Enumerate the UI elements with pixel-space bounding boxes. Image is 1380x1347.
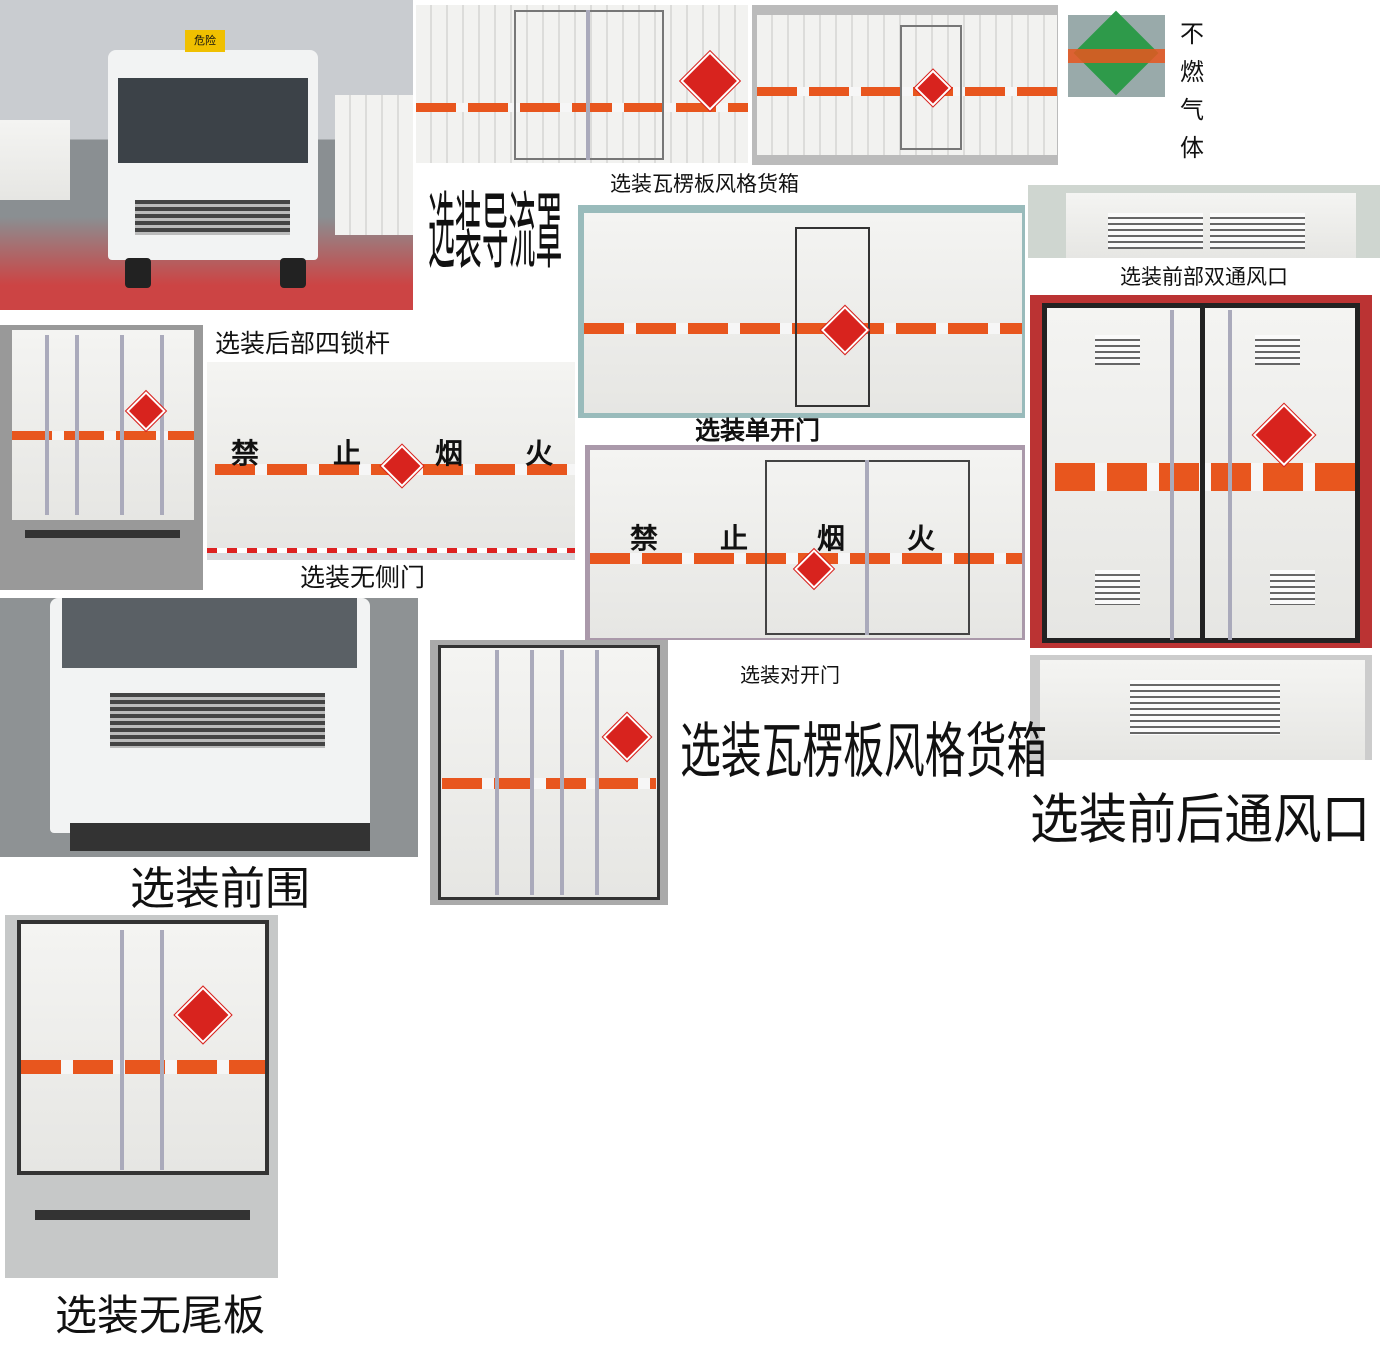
- non-flammable-gas-label: 不 燃 气 体: [1180, 20, 1204, 162]
- photo-rear-four-lock: [0, 325, 203, 590]
- warning-char: 禁: [231, 437, 260, 470]
- photo-front-bumper: [0, 598, 418, 857]
- photo-truck-front-deflector: 危险: [0, 0, 413, 310]
- caption-deflector: 选装导流罩: [428, 184, 563, 282]
- caption-no-side-door: 选装无侧门: [300, 563, 426, 592]
- label-char: 体: [1180, 134, 1204, 162]
- wheel: [280, 258, 306, 288]
- non-flammable-gas-sign: [1068, 10, 1165, 97]
- warning-char: 禁: [630, 522, 659, 555]
- background-box: [335, 95, 413, 235]
- photo-double-door-side: 禁 止 烟 火: [585, 445, 1025, 640]
- caption-corrugated-small: 选装瓦楞板风格货箱: [610, 172, 799, 196]
- background-truck: [0, 120, 70, 200]
- grille: [135, 200, 290, 235]
- photo-rear-vent-doors: [1030, 295, 1372, 648]
- photo-rear-no-tailgate: [5, 915, 278, 1278]
- photo-front-double-vent: [1028, 185, 1380, 258]
- warning-char: 止: [720, 522, 749, 555]
- warning-char: 火: [525, 437, 554, 470]
- photo-corrugated-side-2: [752, 5, 1058, 165]
- caption-front-bumper: 选装前围: [130, 862, 311, 915]
- photo-no-side-door: 禁 止 烟 火: [207, 362, 575, 560]
- photo-single-door-side: [578, 205, 1025, 418]
- warning-char: 止: [333, 437, 362, 470]
- caption-rear-four-lock: 选装后部四锁杆: [215, 329, 391, 358]
- photo-corrugated-side-1: [416, 5, 748, 163]
- photo-rear-vent-panel: [1030, 655, 1372, 760]
- windshield: [118, 78, 308, 163]
- caption-single-door: 选装单开门: [695, 416, 821, 445]
- caption-front-double-vent: 选装前部双通风口: [1120, 265, 1288, 289]
- warning-char: 火: [907, 522, 936, 555]
- photo-rear-corrugated: [430, 640, 668, 905]
- warning-char: 烟: [435, 437, 464, 470]
- label-char: 气: [1180, 96, 1204, 124]
- caption-double-door: 选装对开门: [740, 663, 840, 687]
- roof-hazard-sign: 危险: [185, 30, 225, 52]
- wheel: [125, 258, 151, 288]
- caption-no-tailgate: 选装无尾板: [55, 1291, 266, 1340]
- label-char: 不: [1180, 20, 1204, 48]
- warning-char: 烟: [817, 522, 846, 555]
- label-char: 燃: [1180, 58, 1204, 86]
- caption-corrugated-large: 选装瓦楞板风格货箱: [680, 717, 1048, 787]
- caption-front-rear-vent: 选装前后通风口: [1030, 788, 1371, 851]
